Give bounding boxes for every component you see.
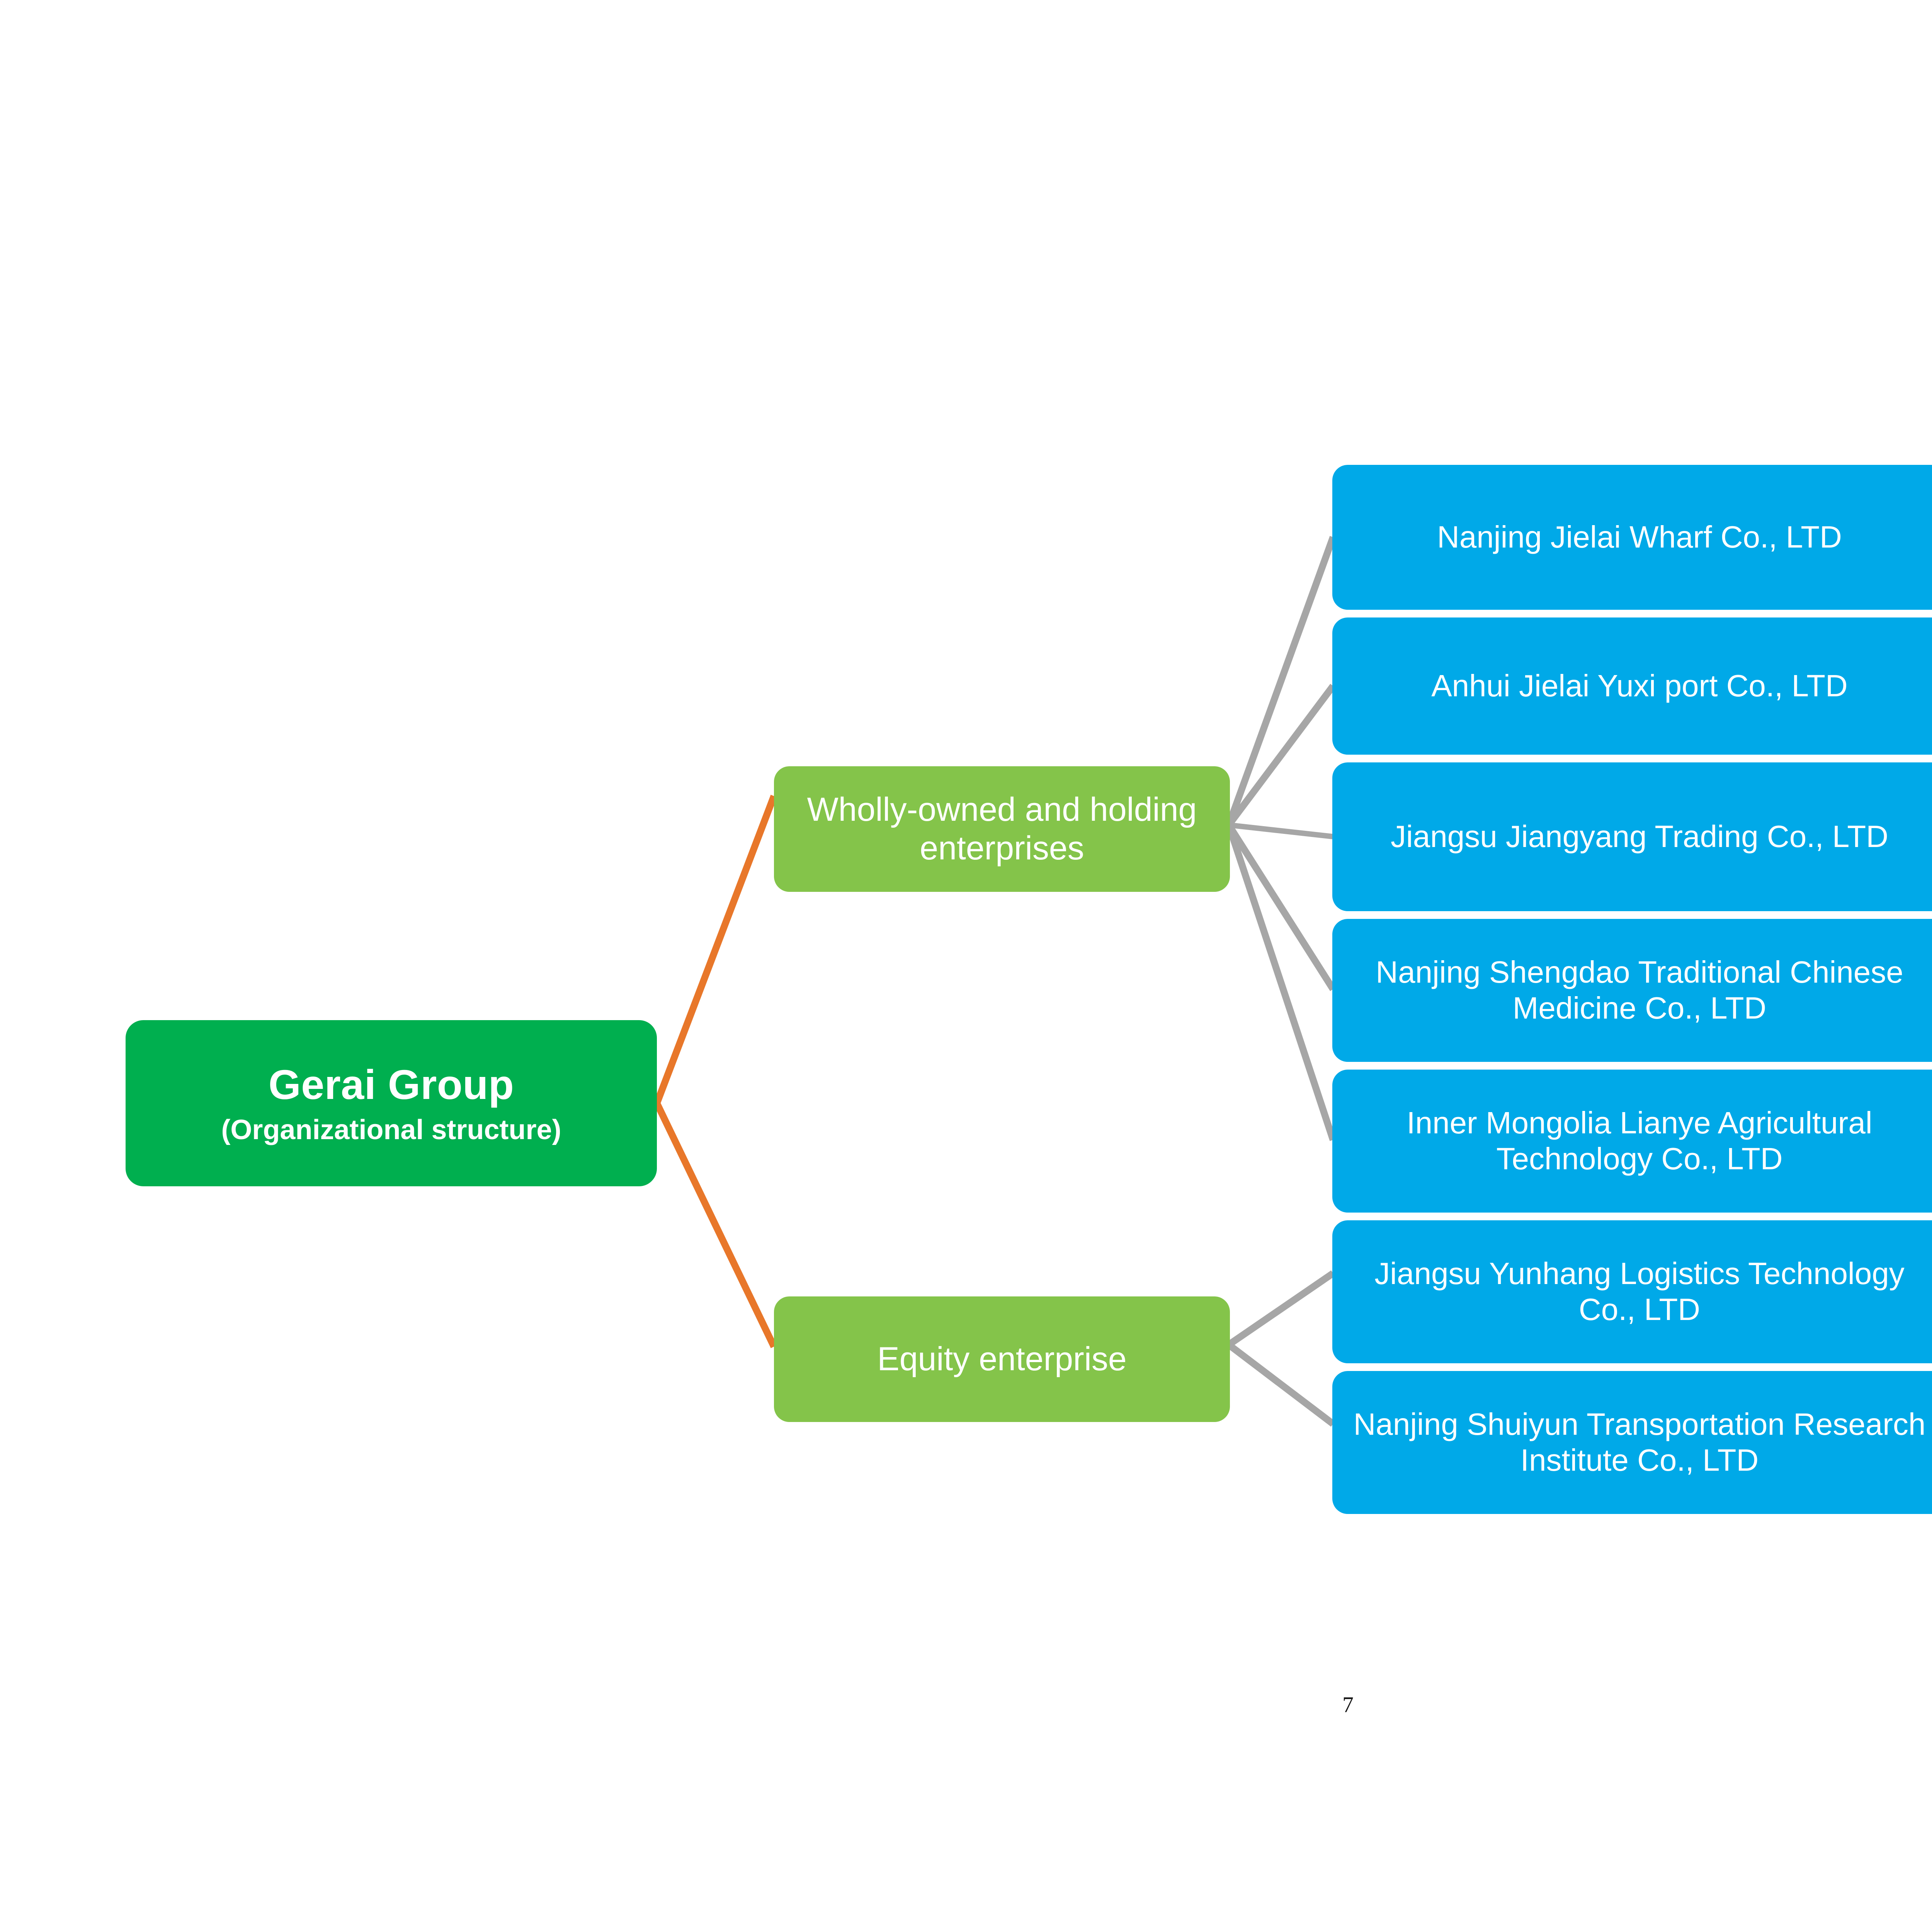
unit-label: Nanjing Jielai Wharf Co., LTD <box>1437 520 1842 555</box>
page-number: 7 <box>1342 1692 1354 1717</box>
node-unit-jiangsu-jiangyang-trading[interactable]: Jiangsu Jiangyang Trading Co., LTD <box>1332 762 1932 911</box>
node-unit-anhui-jielai-yuxi-port[interactable]: Anhui Jielai Yuxi port Co., LTD <box>1332 617 1932 755</box>
edge-wholly-owned-to-anhui-jielai-yuxi-port <box>1226 684 1336 827</box>
unit-label: Nanjing Shuiyun Transportation Research … <box>1353 1407 1926 1477</box>
unit-label: Jiangsu Jiangyang Trading Co., LTD <box>1390 819 1889 854</box>
root-title: Gerai Group <box>268 1061 514 1108</box>
edge-wholly-owned-to-inner-mongolia-lianye <box>1225 824 1337 1141</box>
edge-root-to-equity <box>653 1102 777 1348</box>
root-subtitle: (Organizational structure) <box>221 1114 561 1145</box>
edge-equity-to-jiangsu-yunhang-logistics <box>1226 1270 1335 1348</box>
edge-wholly-owned-to-nanjing-shengdao-tcm <box>1226 823 1336 991</box>
node-unit-inner-mongolia-lianye[interactable]: Inner Mongolia Lianye Agricultural Techn… <box>1332 1070 1932 1213</box>
edge-wholly-owned-to-nanjing-jielai-wharf <box>1225 536 1337 827</box>
branch-label: Wholly-owned and holding enterprises <box>807 791 1197 867</box>
unit-label: Anhui Jielai Yuxi port Co., LTD <box>1431 668 1848 703</box>
edge-wholly-owned-to-jiangsu-jiangyang-trading <box>1228 822 1333 839</box>
edge-root-to-wholly-owned <box>653 794 777 1105</box>
node-unit-nanjing-shuiyun-research[interactable]: Nanjing Shuiyun Transportation Research … <box>1332 1371 1932 1514</box>
node-unit-nanjing-jielai-wharf[interactable]: Nanjing Jielai Wharf Co., LTD <box>1332 465 1932 610</box>
edge-equity-to-nanjing-shuiyun-research <box>1226 1342 1335 1427</box>
node-branch-equity[interactable]: Equity enterprise <box>774 1296 1230 1422</box>
unit-label: Jiangsu Yunhang Logistics Technology Co.… <box>1374 1256 1905 1327</box>
unit-label: Nanjing Shengdao Traditional Chinese Med… <box>1376 955 1903 1025</box>
node-branch-wholly-owned[interactable]: Wholly-owned and holding enterprises <box>774 766 1230 892</box>
branch-label: Equity enterprise <box>877 1340 1127 1378</box>
unit-label: Inner Mongolia Lianye Agricultural Techn… <box>1406 1106 1872 1176</box>
node-root-gerai-group[interactable]: Gerai Group (Organizational structure) <box>126 1020 657 1186</box>
node-unit-jiangsu-yunhang-logistics[interactable]: Jiangsu Yunhang Logistics Technology Co.… <box>1332 1220 1932 1363</box>
node-unit-nanjing-shengdao-tcm[interactable]: Nanjing Shengdao Traditional Chinese Med… <box>1332 919 1932 1062</box>
